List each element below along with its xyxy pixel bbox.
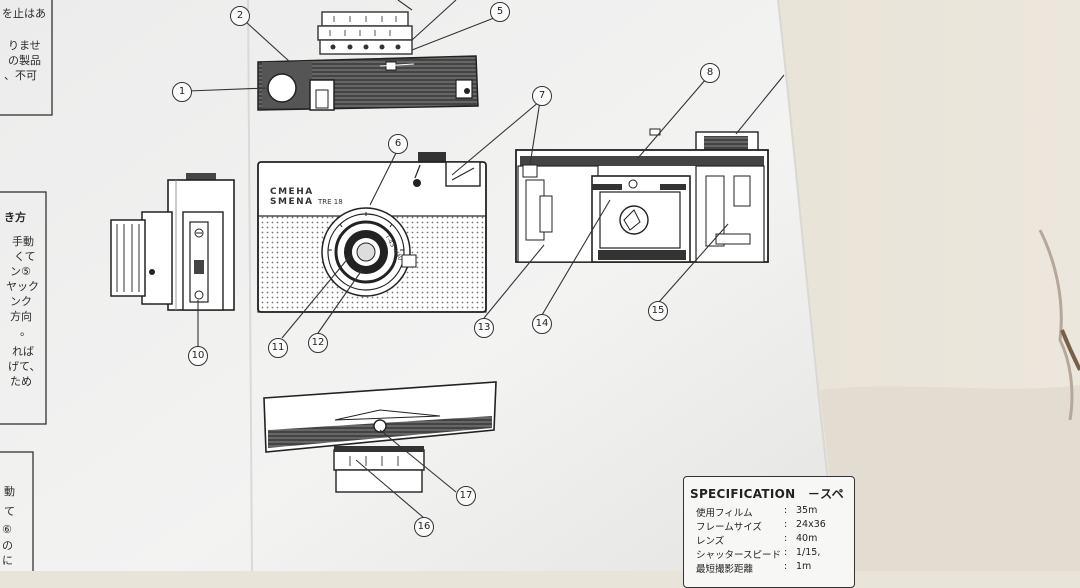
callout-7: 7	[532, 86, 552, 106]
callout-17: 17	[456, 486, 476, 506]
callout-1: 1	[172, 82, 192, 102]
callout-12: 12	[308, 333, 328, 353]
margin-text-top-1: を止はあ	[2, 7, 46, 20]
camera-top-view	[257, 11, 479, 111]
spec-value-distance: 1m	[796, 561, 812, 572]
margin-text-bot-5: に	[2, 554, 13, 567]
spec-label-shutter: シャッタースピード	[696, 550, 782, 561]
margin-text-mid-4: ン⑤	[10, 265, 31, 278]
margin-text-mid-10: げて、	[8, 360, 41, 373]
margin-text-mid-3: くて	[14, 250, 36, 263]
callout-5: 5	[490, 2, 510, 22]
spec-value-frame: 24x36	[796, 519, 826, 530]
callout-6: 6	[388, 134, 408, 154]
camera-front-view: Т-43 4/40	[257, 152, 487, 313]
callout-16: 16	[414, 517, 434, 537]
camera-back-view	[515, 128, 769, 263]
callout-14: 14	[532, 314, 552, 334]
brand-cyrillic: СМЕНА	[270, 187, 314, 197]
specification-box: SPECIFICATION －スペ 使用フィルム : 35m フレームサイズ :…	[683, 476, 855, 588]
margin-text-bot-2: て	[4, 505, 15, 518]
callout-13: 13	[474, 318, 494, 338]
callout-2: 2	[230, 6, 250, 26]
specification-title: SPECIFICATION －スペ	[690, 487, 844, 501]
spec-label-frame: フレームサイズ	[696, 522, 762, 533]
callout-15: 15	[648, 301, 668, 321]
spec-value-shutter: 1/15,	[796, 547, 821, 558]
spec-label-lens: レンズ	[696, 536, 725, 547]
margin-text-top-4: の製品	[8, 54, 41, 67]
margin-text-mid-9: れば	[12, 345, 34, 358]
margin-text-mid-2: 手動	[12, 235, 34, 248]
spec-value-film: 35m	[796, 505, 818, 516]
margin-text-mid-6: ンク	[10, 295, 32, 308]
callout-10: 10	[188, 346, 208, 366]
margin-text-mid-1: き方	[4, 211, 26, 224]
callout-11: 11	[268, 338, 288, 358]
margin-text-bot-1: 動	[4, 485, 15, 498]
margin-text-bot-4: の	[2, 539, 13, 552]
margin-text-bot-3: ⑥	[2, 523, 12, 536]
model-label: TRE 18	[318, 198, 343, 206]
margin-text-top-5: 、不可	[4, 69, 37, 82]
leader-lines	[187, 0, 785, 519]
spec-label-film: 使用フィルム	[696, 508, 753, 519]
margin-text-top-3: りませ	[8, 39, 41, 52]
callout-8: 8	[700, 63, 720, 83]
margin-text-mid-5: ヤック	[6, 280, 39, 293]
brand-latin: SMENA	[270, 197, 314, 207]
camera-bottom-view	[263, 381, 497, 493]
margin-text-mid-8: 。	[20, 325, 31, 338]
spec-value-lens: 40m	[796, 533, 818, 544]
camera-side-view	[110, 173, 235, 311]
margin-text-mid-7: 方向	[10, 310, 32, 323]
spec-label-distance: 最短撮影距離	[696, 564, 754, 575]
margin-text-mid-11: ため	[10, 375, 32, 388]
